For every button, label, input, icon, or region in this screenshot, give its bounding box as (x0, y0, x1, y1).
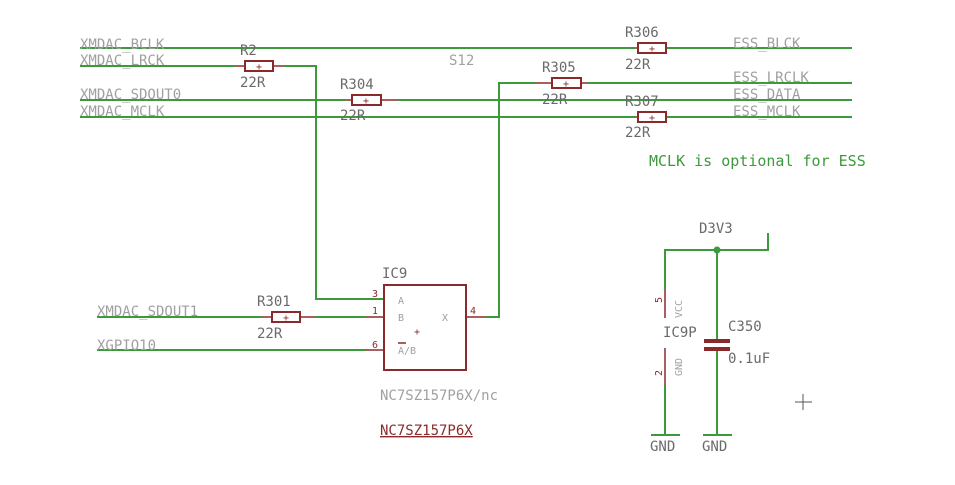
ic9-pin-sel-label: A/B (398, 346, 416, 357)
resistor-r305[interactable]: + (535, 77, 588, 90)
crosshair-cursor-icon (795, 394, 812, 410)
ic9-pin-b-label: B (398, 313, 404, 324)
wire-lrck-mux (283, 65, 384, 300)
r301-name: R301 (257, 294, 291, 310)
r306-name: R306 (625, 25, 659, 41)
net-label-xmdac-bclk: XMDAC_BCLK (80, 37, 165, 53)
r301-value: 22R (257, 326, 283, 342)
r304-name: R304 (340, 77, 374, 93)
ic9-name: IC9 (382, 266, 407, 282)
gnd-label-2: GND (702, 439, 727, 455)
r2-name: R2 (240, 43, 257, 59)
r307-name: R307 (625, 94, 659, 110)
net-label-ess-mclk: ESS_MCLK (733, 104, 801, 120)
r2-value: 22R (240, 75, 266, 91)
r305-name: R305 (542, 60, 576, 76)
ic9-value: NC7SZ157P6X/nc (380, 388, 498, 404)
ic9p-name: IC9P (663, 325, 697, 341)
mclk-note: MCLK is optional for ESS (649, 152, 866, 170)
wire-mux-out (485, 82, 535, 318)
resistor-r304[interactable]: + (345, 94, 398, 107)
power-rail-label: D3V3 (699, 221, 733, 237)
gnd-pin-label: GND (674, 358, 685, 376)
wires (80, 47, 852, 436)
net-label-ess-data: ESS_DATA (733, 87, 801, 103)
resistor-r2[interactable]: + (235, 60, 283, 73)
svg-text:+: + (256, 62, 262, 73)
net-label-ess-blck: ESS_BLCK (733, 36, 801, 52)
net-label-ess-lrclk: ESS_LRCLK (733, 70, 809, 86)
gnd-label-1: GND (650, 439, 675, 455)
resistor-r301[interactable]: + (262, 311, 315, 324)
resistor-r307[interactable]: + (635, 111, 668, 124)
sheet-label: S12 (449, 53, 474, 69)
ic9-pin-sel-num: 6 (372, 340, 378, 351)
svg-text:+: + (414, 327, 420, 338)
ic9-pin-x-label: X (442, 313, 448, 324)
r306-value: 22R (625, 57, 651, 73)
svg-text:+: + (563, 79, 569, 90)
net-label-xmdac-sdout0: XMDAC_SDOUT0 (80, 87, 181, 103)
net-label-xmdac-sdout1: XMDAC_SDOUT1 (97, 304, 198, 320)
junction-dot (713, 246, 721, 254)
ic9-pin-a-label: A (398, 296, 404, 307)
capacitor-c350[interactable] (704, 339, 730, 351)
svg-text:+: + (363, 96, 369, 107)
c350-value: 0.1uF (728, 351, 770, 367)
r307-value: 22R (625, 125, 651, 141)
ic9-pin-b-num: 1 (372, 306, 378, 317)
c350-name: C350 (728, 319, 762, 335)
ic9-pin-a-num: 3 (372, 289, 378, 300)
svg-text:+: + (283, 313, 289, 324)
gnd-pin-num: 2 (654, 370, 665, 376)
svg-text:+: + (649, 113, 655, 124)
ic9-part: NC7SZ157P6X (380, 423, 473, 439)
ic9-mux[interactable]: + (365, 284, 485, 371)
r305-value: 22R (542, 92, 568, 108)
vcc-pin-label: VCC (674, 300, 685, 318)
vcc-pin-num: 5 (654, 297, 665, 303)
net-label-xmdac-lrck: XMDAC_LRCK (80, 53, 165, 69)
ic9-pin-x-num: 4 (470, 306, 476, 317)
resistor-r306[interactable]: + (635, 42, 668, 55)
net-label-xmdac-mclk: XMDAC_MCLK (80, 104, 165, 120)
r304-value: 22R (340, 108, 366, 124)
net-label-xgpio10: XGPIO10 (97, 338, 156, 354)
svg-text:+: + (649, 44, 655, 55)
